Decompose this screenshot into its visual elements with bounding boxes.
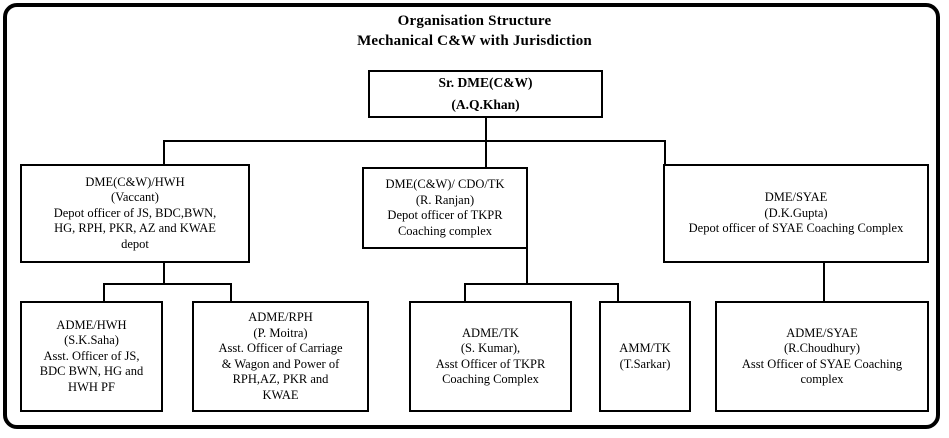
node-line: Asst. Officer of JS, [43,348,140,363]
connector-to-dme-syae [664,140,666,165]
node-line: DME(C&W)/HWH [85,174,185,189]
node-line: Depot officer of TKPR [387,208,503,222]
node-dme-syae[interactable]: DME/SYAE (D.K.Gupta) Depot officer of SY… [663,164,929,263]
node-line: DME/SYAE [764,190,828,205]
node-line: AMM/TK [619,341,671,355]
node-line: Asst. Officer of Carriage [218,341,343,355]
node-line: (Vaccant) [111,190,159,205]
node-line: (D.K.Gupta) [764,205,828,220]
node-line: (T.Sarkar) [619,356,671,371]
diagram-outer-border [3,3,940,429]
page-title: Organisation Structure Mechanical C&W wi… [0,11,949,51]
node-line: ADME/SYAE [786,325,858,340]
node-dme-cw-cdo-tk[interactable]: DME(C&W)/ CDO/TK (R. Ranjan) Depot offic… [362,167,528,249]
node-line: Asst Officer of SYAE Coaching [741,356,903,371]
connector-level1-bus [163,140,666,142]
node-sr-dme-cw[interactable]: Sr. DME(C&W) (A.Q.Khan) [368,70,603,118]
node-line: HG, RPH, PKR, AZ and KWAE [54,221,216,236]
connector-level2-left-bus [103,283,232,285]
node-line: (P. Moitra) [253,325,308,340]
node-line: (R.Choudhury) [783,341,861,355]
node-line: DME(C&W)/ CDO/TK [385,177,505,191]
node-line: Depot officer of SYAE Coaching Complex [688,221,904,236]
node-line: HWH PF [68,379,115,394]
title-line-1: Organisation Structure [397,13,552,29]
node-line: Depot officer of JS, BDC,BWN, [53,205,217,220]
connector-to-amm-tk [617,283,619,301]
node-adme-hwh[interactable]: ADME/HWH (S.K.Saha) Asst. Officer of JS,… [20,301,163,412]
node-line: (R. Ranjan) [415,192,475,207]
node-line: ADME/RPH [248,310,313,324]
node-line: ADME/TK [462,325,519,340]
node-line: Asst Officer of TKPR [435,356,546,371]
node-line: complex [800,372,844,386]
connector-to-adme-rph [230,283,232,301]
connector-level2-middle-bus [464,283,619,285]
node-line: (S.K.Saha) [64,333,119,348]
node-amm-tk[interactable]: AMM/TK (T.Sarkar) [599,301,691,412]
connector-to-adme-hwh [103,283,105,301]
node-line: Sr. DME(C&W) [438,75,533,90]
node-adme-rph[interactable]: ADME/RPH (P. Moitra) Asst. Officer of Ca… [192,301,369,412]
connector-to-adme-syae [823,262,825,301]
node-line: & Wagon and Power of [221,356,340,371]
connector-dme-hwh-stem [163,262,165,284]
node-adme-syae[interactable]: ADME/SYAE (R.Choudhury) Asst Officer of … [715,301,929,412]
connector-root-stem [485,117,487,142]
node-dme-cw-hwh[interactable]: DME(C&W)/HWH (Vaccant) Depot officer of … [20,164,250,263]
node-line: (A.Q.Khan) [451,97,520,112]
node-adme-tk[interactable]: ADME/TK (S. Kumar), Asst Officer of TKPR… [409,301,572,412]
node-line: BDC BWN, HG and [39,364,144,379]
connector-to-dme-hwh [163,140,165,165]
connector-dme-cdo-tk-stem [526,248,528,284]
connector-to-adme-tk [464,283,466,301]
node-line: KWAE [262,387,299,402]
node-line: RPH,AZ, PKR and [232,372,329,386]
node-line: depot [121,236,149,251]
node-line: Coaching complex [397,223,493,238]
connector-to-dme-cdo-tk [485,140,487,168]
node-line: (S. Kumar), [460,341,521,355]
node-line: ADME/HWH [56,317,127,332]
node-line: Coaching Complex [442,372,539,386]
title-line-2: Mechanical C&W with Jurisdiction [357,33,592,49]
